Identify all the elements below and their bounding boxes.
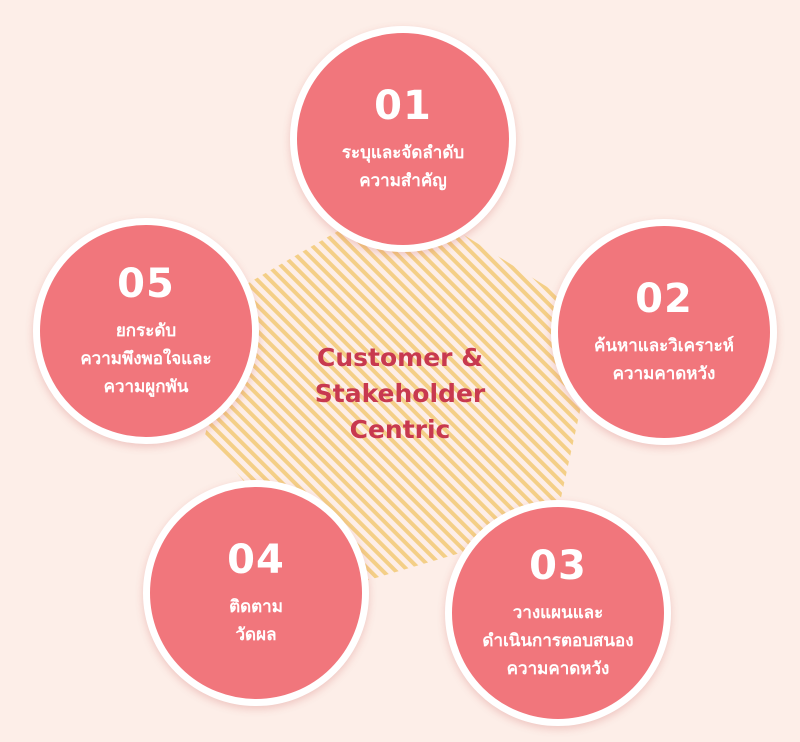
step-03-number: 03 xyxy=(529,543,587,589)
step-05-label-line-2: ความพึงพอใจและ xyxy=(80,349,212,369)
step-01-circle: 01 ระบุและจัดลำดับ ความสำคัญ xyxy=(290,26,516,252)
step-03-label-line-1: วางแผนและ xyxy=(512,603,604,623)
center-title: Customer & Stakeholder Centric xyxy=(250,340,550,448)
step-04-label-line-1: ติดตาม xyxy=(229,597,283,617)
step-05-label-line-1: ยกระดับ xyxy=(115,321,177,341)
step-02-label-line-1: ค้นหาและวิเคราะห์ xyxy=(594,336,734,356)
step-02-label-line-2: ความคาดหวัง xyxy=(612,364,716,384)
step-02-circle: 02 ค้นหาและวิเคราะห์ ความคาดหวัง xyxy=(551,219,777,445)
center-title-line-1: Customer & xyxy=(317,343,483,372)
step-03-label-line-3: ความคาดหวัง xyxy=(506,659,610,679)
step-05-label-line-3: ความผูกพัน xyxy=(103,377,189,397)
step-01-label-line-2: ความสำคัญ xyxy=(359,171,447,191)
step-04-label-line-2: วัดผล xyxy=(235,625,277,645)
center-title-line-2: Stakeholder xyxy=(314,379,486,408)
step-02-number: 02 xyxy=(635,276,693,322)
step-05-circle: 05 ยกระดับ ความพึงพอใจและ ความผูกพัน xyxy=(33,218,259,444)
step-03-circle: 03 วางแผนและ ดำเนินการตอบสนอง ความคาดหวั… xyxy=(445,500,671,726)
step-04-number: 04 xyxy=(227,537,285,583)
step-01-label-line-1: ระบุและจัดลำดับ xyxy=(341,143,465,163)
step-04-circle: 04 ติดตาม วัดผล xyxy=(143,480,369,706)
step-03-label-line-2: ดำเนินการตอบสนอง xyxy=(482,631,634,651)
step-01-number: 01 xyxy=(374,83,432,129)
center-title-line-3: Centric xyxy=(349,415,451,444)
step-05-number: 05 xyxy=(117,261,175,307)
